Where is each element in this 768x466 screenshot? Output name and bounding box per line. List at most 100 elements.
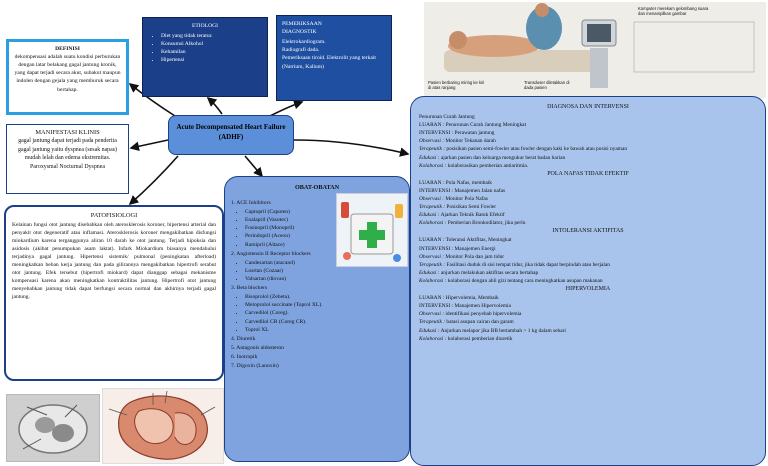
diagnosa-line-key: Observasi : [419,253,445,260]
diagnosa-line: LUARAN : Hipervolemia, Membaik [419,294,757,302]
obat-group-label: 6. Inotropik [231,353,258,360]
obat-item: Carvedilol CR (Coreg CR). [245,318,403,326]
diagnosa-line-key: LUARAN : [419,122,445,129]
photo-caption: Transduser diletakkan di dada pasien [524,80,570,91]
diagnosa-line-key: Kolaborasi : [419,220,447,227]
diagnosa-line-key: Observasi : [419,311,445,318]
diagnosa-line: Kolaborasi : kolaborasi dengan ahli gizi… [419,277,757,285]
obat-group-label: 4. Diuretik [231,335,256,342]
heart-anatomy-image [102,388,224,464]
manifestasi-text: gagal jantung dapat terjadi pada penderi… [18,138,117,170]
etiologi-title: ETIOLOGI [191,23,219,29]
etiologi-item: Diet yang tidak teratur. [161,32,261,40]
diagnosa-line-key: Terapeutik : [419,204,446,211]
obat-item: Bisoprolol (Zebeta). [245,293,403,301]
diagnosa-line: Observasi : Monitor Tekanan darah [419,137,757,145]
diagnosa-line-value: identifikasi penyebab hipervolemia [445,311,522,318]
arrow-to-patofisiologi [128,155,179,206]
diagnosa-line-value: Hipervolemia, Membaik [445,295,499,302]
manifestasi-title: MANIFESTASI KLINIS [35,129,100,136]
arrow-to-definisi [128,83,176,117]
diagnosa-line: Terapeutik : Posisikan Semi Fowler [419,203,757,211]
diagnosa-line-value: posisikan pasien semi-fowler atau fowler… [446,146,628,153]
etiologi-box: ETIOLOGI Diet yang tidak teratur. Konsum… [142,17,268,97]
diagnosa-line-value: ajarkan pasien dan keluarga mengukur ber… [440,154,566,161]
diagnosa-line-key: Terapeutik : [419,319,446,326]
diagnosa-line-value: Fasilitasi duduk di sisi tempat tidur, j… [446,261,610,268]
diagnosa-line-key: Edukasi : [419,154,440,161]
diagnosa-line: Observasi : Monitor Pola Nafas [419,195,757,203]
diagnosa-line-key: Terapeutik : [419,146,446,153]
adhf-central-node: Acute Decompensated Heart Failure (ADHF) [168,115,294,155]
diagnosa-line-value: Penurunan Curah Jantung Meningkat [445,122,527,129]
diagnosa-line-key: Kolaborasi : [419,277,447,284]
obat-group-label: 1. ACE Inhibitors [231,199,271,206]
diagnosa-line-value: Anjurkan melapor jika BB bertambah > 1 k… [440,327,566,334]
obat-item: Captopril (Capoten) [245,208,403,216]
diagnosa-line: Edukasi : Anjurkan melapor jika BB berta… [419,327,757,335]
diagnosa-line-key: INTERVENSI : [419,303,454,310]
diagnosa-line-value: batasi asupan cairan dan garam [446,319,514,326]
pemeriksaan-item: Radiografi dada. [282,47,320,54]
definisi-box: DEFINISI dekompensasi adalah suatu kondi… [6,39,129,115]
diagnosa-line-value: Perawatan jantung [454,130,495,137]
heart-anatomy-icon [103,389,223,463]
diagnosa-line-key: Observasi : [419,195,445,202]
diagnosa-line-key: Edukasi : [419,212,440,219]
diagnosa-line: LUARAN : Pola Nafas, membaik [419,179,757,187]
diagnosa-line: LUARAN : Toleransi Aktifitas, Meningkat [419,236,757,244]
medicine-cabinet-icon [337,194,407,266]
diagnosa-line-value: Pola Nafas, membaik [445,179,492,186]
diagnosa-line: Terapeutik : posisikan pasien semi-fowle… [419,145,757,153]
diagnosa-section-heading: HIPERVOLEMIA [565,286,611,293]
diagnosa-line-key: Observasi : [419,138,445,145]
diagnosa-line-value: kolaborasi dengan ahli gizi tentang cara… [447,277,603,284]
diagnosa-title: DIAGNOSA DAN INTERVENSI [547,104,629,110]
patofisiologi-title: PATOFISIOLOGI [90,212,138,219]
pemeriksaan-item: Elektrokardiogram. [282,39,326,46]
diagnosa-line: INTERVENSI : Manajemen Hipervolemia [419,302,757,310]
diagnosa-line-value: kolaborasi pemberian diuretik [447,335,513,342]
pemeriksaan-item: Pemeriksaan tiroid. Elektrolit yang terk… [282,55,376,62]
diagnosa-line-key: Kolaborasi : [419,162,447,169]
manifestasi-box: MANIFESTASI KLINIS gagal jantung dapat t… [6,124,129,194]
diagnosa-line-key: Edukasi : [419,269,440,276]
diagnosa-section-heading: POLA NAFAS TIDAK EFEKTIF [547,170,629,177]
diagnosa-line-value: kolaborasikan pemberian antiaritmia. [447,162,529,169]
diagnosa-line-key: INTERVENSI : [419,187,454,194]
diagnosa-line: LUARAN : Penurunan Curah Jantung Meningk… [419,121,757,129]
diagnosa-box: DIAGNOSA DAN INTERVENSI Penurunan Curah … [410,96,766,466]
medicine-image [336,193,408,267]
heart-echo-image [6,394,100,462]
page-title: Acute Decompensated Heart Failure (ADHF) [176,123,286,142]
diagnosa-line: INTERVENSI : Perawatan jantung [419,129,757,137]
etiologi-item: Konsumsi Alkohol [161,40,261,48]
diagnosa-line: INTERVENSI : Manajemen Jalan nafas [419,187,757,195]
pemeriksaan-item: (Natrium, Kalium) [282,63,324,70]
pemeriksaan-title: PEMERIKSAAN DIAGNOSTIK [282,21,322,36]
echocardiography-illustration [424,2,766,98]
diagnosa-line-value: Ajarkan Teknik Batuk Efektif [440,212,505,219]
diagnosa-line: Edukasi : ajarkan pasien dan keluarga me… [419,154,757,162]
pemeriksaan-box: PEMERIKSAAN DIAGNOSTIK Elektrokardiogram… [276,15,392,101]
arrow-to-manifestasi [129,139,169,152]
diagnosa-line-key: INTERVENSI : [419,130,454,137]
diagnosa-line: Observasi : identifikasi penyebab hiperv… [419,310,757,318]
diagnosa-line-key: LUARAN : [419,237,445,244]
echo-heart-icon [7,395,99,461]
diagnosa-line-value: Manajemen Jalan nafas [454,187,506,194]
diagnosa-line-value: Manajemen Energi [454,245,496,252]
definisi-text: dekompensasi adalah suatu kondisi perbur… [14,54,121,93]
diagnosa-line-value: Posisikan Semi Fowler [446,204,497,211]
patofisiologi-text: Kelainan fungsi otot jantung disebabkan … [12,222,216,300]
obat-group-label: 2. Angiotensin II Receptor blockers [231,250,311,257]
arrow-to-etiologi [206,96,223,115]
obat-item: Losrtan (Cozaar) [245,267,403,275]
photo-caption: Pasien berbaring miring ke kiri di atas … [428,80,485,91]
diagnosa-line-key: Kolaborasi : [419,335,447,342]
diagnosa-section-heading: INTOLERANSI AKTIFITAS [552,228,624,235]
diagnosa-line-value: Monitor Pola Nafas [445,195,488,202]
definisi-title: DEFINISI [55,46,80,52]
